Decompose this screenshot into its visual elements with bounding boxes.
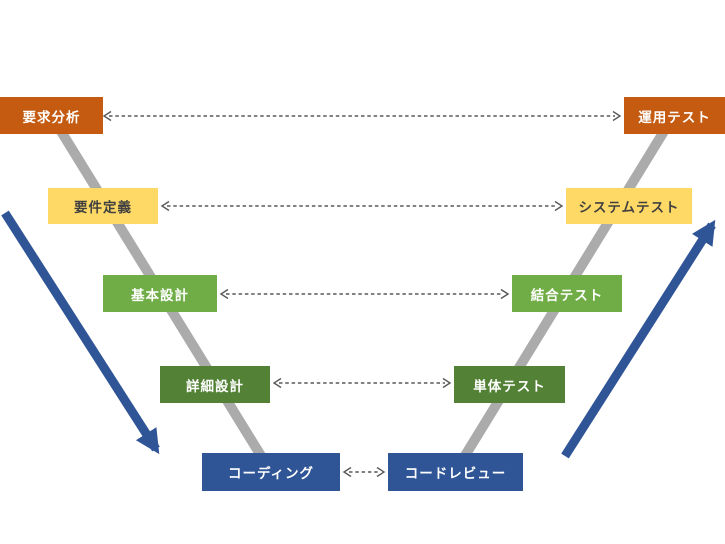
stage-label: システムテスト [578,200,680,215]
stage-unit-test: 単体テスト [454,366,565,403]
stage-label: 詳細設計 [186,378,244,394]
stage-label: コーディング [227,466,315,481]
stage-requirement-analysis: 要求分析 [0,97,103,134]
connector-row-1 [102,110,622,122]
stage-code-review: コードレビュー [388,453,523,491]
stage-integration-test: 結合テスト [512,275,622,312]
connector-row-5 [342,466,386,478]
connector-row-2 [160,200,564,212]
upstream-arrow [561,219,716,459]
connector-row-3 [219,288,510,300]
stage-system-test: システムテスト [566,188,692,224]
connector-row-4 [272,377,452,389]
stage-label: 結合テスト [530,287,604,303]
stage-label: コードレビュー [404,466,507,481]
stage-label: 要求分析 [22,109,81,125]
stage-coding: コーディング [202,453,340,491]
stage-operation-test: 運用テスト [624,97,725,134]
stage-label: 要件定義 [74,200,132,215]
stage-basic-design: 基本設計 [103,275,217,312]
stage-detailed-design: 詳細設計 [160,366,270,403]
stage-requirement-definition: 要件定義 [48,188,158,224]
stage-label: 運用テスト [638,109,711,125]
stage-label: 基本設計 [131,287,189,303]
stage-label: 単体テスト [473,378,546,394]
downstream-arrow [1,210,160,455]
